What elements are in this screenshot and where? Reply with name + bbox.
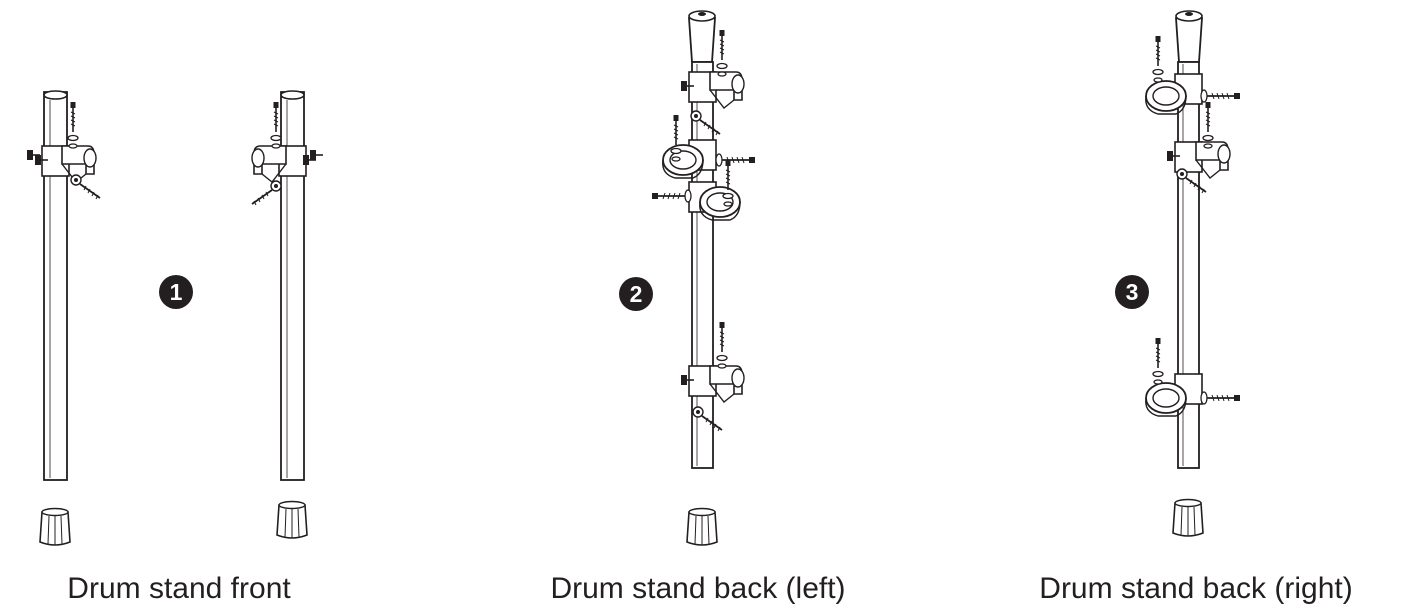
step-badge-2: 2 [619,277,653,311]
step-badge-3: 3 [1115,275,1149,309]
caption-front: Drum stand front [67,572,291,605]
front-right-foot-cap [276,500,308,539]
back-right-pole [1144,10,1241,469]
back-left-foot-cap [686,507,718,546]
caption-back-right: Drum stand back (right) [1039,572,1353,605]
front-left-pole [26,90,101,481]
back-right-foot-cap [1172,498,1204,537]
step-badge-1: 1 [159,275,193,309]
caption-back-left: Drum stand back (left) [550,572,846,605]
front-right-pole [251,90,324,481]
front-left-foot-cap [39,507,71,546]
back-left-pole [651,10,756,469]
